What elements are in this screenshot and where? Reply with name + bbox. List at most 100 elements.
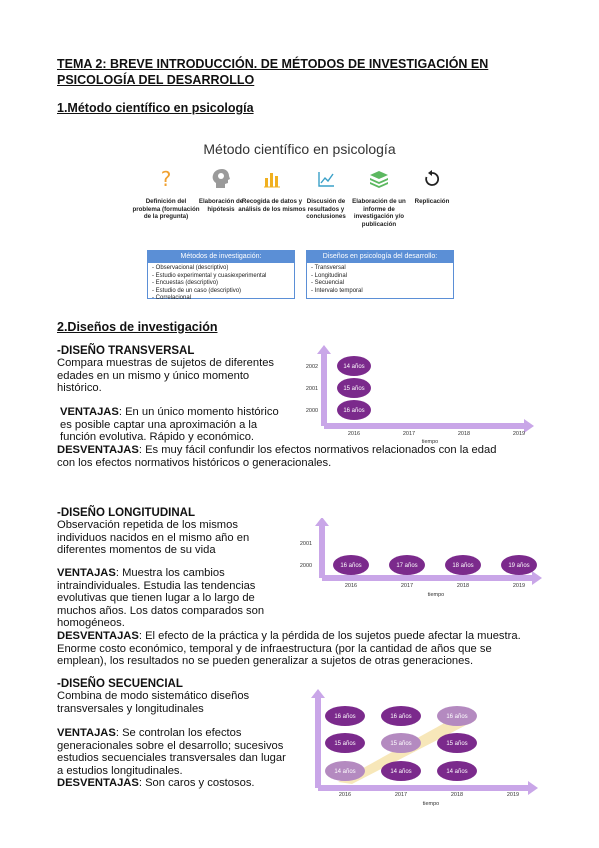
oval-label: 16 años [390,714,411,720]
list-item: Estudio de un caso (descriptivo) [152,288,290,296]
designs-box-header: Diseños en psicología del desarrollo: [307,251,453,263]
x-tick-label: 2019 [513,583,525,589]
x-tick-label: 2018 [458,431,470,437]
step-replication: Replicación [397,166,467,206]
age-oval [437,761,477,781]
x-axis-arrow [524,419,534,433]
stack-icon [344,166,414,192]
age-oval [325,706,365,726]
oval-label: 17 años [396,563,417,569]
list-item: Observacional (descriptivo) [152,265,290,273]
longitudinal-heading: -DISEÑO LONGITUDINAL [57,507,195,519]
oval-label: 18 años [452,563,473,569]
y-tick-label: 2001 [300,541,312,547]
secuencial-description: Combina de modo sistemático diseños tran… [57,690,250,715]
longitudinal-ventajas: VENTAJAS: Muestra los cambios intraindiv… [57,567,265,630]
x-axis-label: tiempo [423,801,440,807]
secuencial-ventajas: VENTAJAS: Se controlan los efectos gener… [57,727,286,777]
section-heading-2: 2.Diseños de investigación [57,320,218,334]
transversal-chart: 2016 2017 2018 2019 tiempo 2002 2001 2000 14 año… [298,344,538,444]
age-oval [325,733,365,753]
transversal-heading: -DISEÑO TRANSVERSAL [57,345,195,357]
methods-box: Métodos de investigación: Observacional … [147,250,295,301]
age-oval [337,400,371,420]
x-tick-label: 2017 [395,792,407,798]
longitudinal-description: Observación repetida de los mismos indiv… [57,519,250,557]
oval-label: 16 años [343,408,364,414]
y-tick-label: 2002 [306,364,318,370]
x-axis [322,575,532,581]
age-oval [389,555,425,575]
transversal-desventajas: DESVENTAJAS: Es muy fácil confundir los … [57,444,497,469]
transversal-description: Compara muestras de sujetos de diferente… [57,357,275,395]
y-axis-arrow [317,345,331,354]
x-tick-label: 2018 [457,583,469,589]
x-axis-label: tiempo [428,592,445,598]
page-title: TEMA 2: BREVE INTRODUCCIÓN. DE MÉTODOS D… [57,57,489,87]
y-axis [315,698,321,788]
bar-chart-icon [237,166,307,192]
x-tick-label: 2019 [513,431,525,437]
secuencial-chart: 2016 2017 2018 2019 tiempo 16 años 16 años 16 a… [300,688,550,810]
x-tick-label: 2019 [507,792,519,798]
secuencial-heading: -DISEÑO SECUENCIAL [57,678,183,690]
y-axis [319,526,325,578]
y-axis-arrow [311,689,325,698]
line-chart-icon [291,166,361,192]
list-item: Intervalo temporal [311,288,449,296]
oval-label: 15 años [334,741,355,747]
age-oval [381,733,421,753]
age-oval [381,761,421,781]
diagram-title: Método científico en psicología [203,141,396,157]
oval-label: 15 años [390,741,411,747]
chart-svg: 2016 2017 2018 2019 tiempo 16 años 16 años 16 a… [311,689,538,807]
list-item: Correlacional [152,295,290,303]
age-oval [381,706,421,726]
x-axis-label: tiempo [422,439,439,444]
list-item: Estudio experimental y cuasiexperimental [152,273,290,281]
y-tick-label: 2000 [306,408,318,414]
age-oval [501,555,537,575]
oval-label: 16 años [446,714,467,720]
step-data-collection: Recogida de datos y análisis de los mism… [237,166,307,213]
step-definition: ? Definición del problema (formulación d… [132,167,200,221]
age-oval [325,761,365,781]
oval-label: 14 años [334,769,355,775]
section-heading-1: 1.Método científico en psicología [57,101,254,115]
age-oval [337,356,371,376]
x-tick-label: 2017 [401,583,413,589]
longitudinal-desventajas: DESVENTAJAS: El efecto de la práctica y … [57,630,521,668]
y-tick-label: 2001 [306,386,318,392]
oval-label: 14 años [343,364,364,370]
list-item: Longitudinal [311,273,449,281]
list-item: Secuencial [311,280,449,288]
age-oval [437,733,477,753]
oval-label: 19 años [508,563,529,569]
x-tick-label: 2018 [451,792,463,798]
oval-label: 15 años [446,741,467,747]
x-tick-label: 2016 [339,792,351,798]
step-report: Elaboración de un informe de investigaci… [344,166,414,228]
oval-label: 16 años [340,563,361,569]
head-gear-icon [186,166,256,192]
x-axis [324,423,524,429]
question-mark-icon: ? [160,167,172,191]
x-tick-label: 2016 [345,583,357,589]
chart-svg: 2016 2017 2018 2019 tiempo 2002 2001 2000 14 año… [306,345,534,444]
replay-icon [397,166,467,192]
oval-label: 16 años [334,714,355,720]
x-tick-label: 2017 [403,431,415,437]
transversal-ventajas: VENTAJAS: En un único momento histórico … [60,406,279,444]
age-oval [437,706,477,726]
x-axis-arrow [532,571,542,585]
oval-label: 14 años [446,769,467,775]
oval-label: 15 años [343,386,364,392]
x-tick-label: 2016 [348,431,360,437]
age-oval [445,555,481,575]
step-discussion: Discusión de resultados y conclusiones [291,166,361,221]
secuencial-desventajas: DESVENTAJAS: Son caros y costosos. [57,777,255,789]
list-item: Encuestas (descriptivo) [152,280,290,288]
x-axis-arrow [528,781,538,795]
oval-label: 14 años [390,769,411,775]
